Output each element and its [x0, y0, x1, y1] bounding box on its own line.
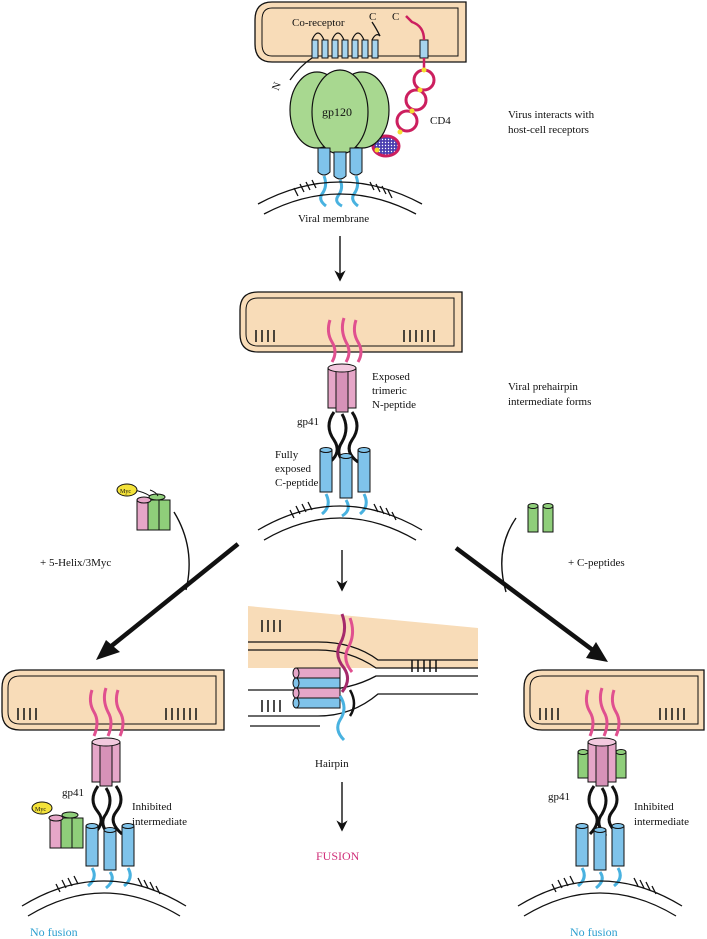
label-no-fusion-right: No fusion: [570, 925, 618, 939]
label-inhibited-right-1: Inhibited: [634, 801, 674, 813]
label-gp41-right: gp41: [548, 791, 570, 803]
label-hairpin: Hairpin: [315, 758, 349, 770]
label-inhibited-right-2: intermediate: [634, 816, 689, 828]
label-no-fusion-left: No fusion: [30, 925, 78, 939]
label-myc-1: Myc: [120, 489, 131, 495]
label-inhibited-left-2: intermediate: [132, 816, 187, 828]
step-prehairpin-line2: intermediate forms: [508, 396, 591, 408]
viral-membrane-top: [257, 179, 423, 215]
gp41-unexposed: [317, 147, 363, 180]
panel-hairpin: [248, 606, 478, 742]
step-prehairpin-line1: Viral prehairpin: [508, 381, 578, 393]
label-gp41-left: gp41: [62, 787, 84, 799]
label-inhibited-left-1: Inhibited: [132, 801, 172, 813]
n-peptide-trimer: [327, 363, 357, 413]
label-gp120: gp120: [322, 105, 352, 119]
label-fusion: FUSION: [316, 849, 360, 863]
step-interaction-line2: host-cell receptors: [508, 124, 589, 136]
label-fully-1: Fully: [275, 449, 299, 461]
label-myc-2: Myc: [35, 807, 46, 813]
label-fully-2: exposed: [275, 463, 312, 475]
host-cell-middle: [239, 291, 463, 353]
label-cd4: CD4: [430, 115, 451, 127]
cd4-receptor: [371, 15, 436, 158]
label-c-terminus-1: C: [369, 11, 376, 23]
label-exposed-2: trimeric: [372, 385, 407, 397]
label-viral-membrane: Viral membrane: [298, 213, 369, 225]
step-cpeptide-inhibitor: + C-peptides: [568, 557, 625, 569]
panel-receptor-binding: [254, 1, 467, 215]
c-peptide-icon: [527, 503, 554, 533]
c-peptide-helices: [319, 447, 371, 499]
co-receptor: [311, 39, 379, 59]
label-fully-3: C-peptide: [275, 477, 318, 489]
panel-prehairpin: [239, 291, 463, 541]
label-c-terminus-2: C: [392, 11, 399, 23]
five-helix-icon: [116, 483, 171, 531]
panel-helix-inhibited: [1, 669, 225, 917]
arrow-right-branch: [501, 517, 517, 593]
gp120-trimer: [289, 69, 390, 155]
label-exposed-1: Exposed: [372, 371, 410, 383]
label-n-terminus: N: [270, 81, 284, 93]
step-helix-inhibitor: + 5-Helix/3Myc: [40, 557, 111, 569]
myc-tag-icon: [116, 483, 138, 497]
panel-cpeptide-inhibited: [517, 669, 705, 917]
myc-tag-icon: [31, 801, 53, 815]
label-exposed-3: N-peptide: [372, 399, 416, 411]
arrow-left-branch: [173, 511, 190, 591]
label-gp41-center: gp41: [297, 416, 319, 428]
step-interaction-line1: Virus interacts with: [508, 109, 595, 121]
host-cell-top: [254, 1, 467, 63]
label-co-receptor: Co-receptor: [292, 17, 345, 29]
six-helix-bundle: [292, 667, 341, 709]
